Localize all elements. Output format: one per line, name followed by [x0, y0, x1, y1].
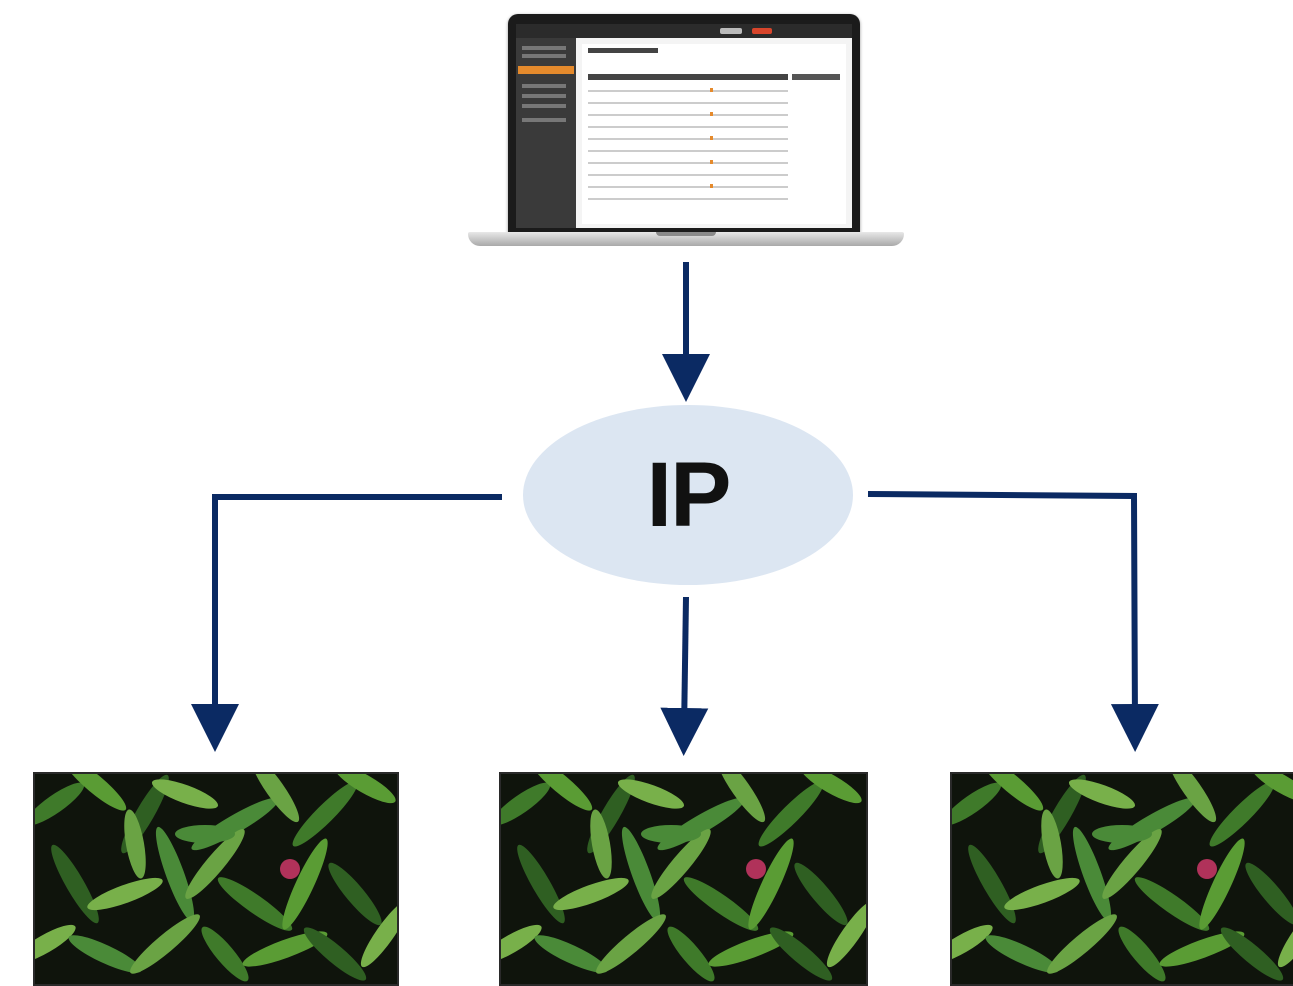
leaf-shape: [641, 825, 701, 843]
leaf-shape: [716, 774, 766, 823]
display-screen-icon: [499, 772, 868, 986]
leaf-shape: [590, 809, 612, 879]
laptop-icon: [468, 14, 904, 254]
leaf-shape: [1118, 926, 1166, 982]
flower-center: [280, 859, 300, 879]
leaf-shape: [334, 774, 396, 804]
ip-label: IP: [646, 443, 732, 546]
leaf-shape: [201, 926, 249, 982]
leaf-shape: [501, 924, 542, 964]
leaf-shape: [651, 829, 711, 899]
leaf-shape: [68, 935, 142, 973]
leaf-shape: [1251, 774, 1293, 804]
leaf-shape: [1068, 779, 1136, 809]
leaf-shape: [51, 844, 99, 924]
leaf-shape: [130, 914, 200, 974]
leaf-shape: [1220, 927, 1284, 981]
leaf-shape: [87, 877, 163, 911]
arrow-ip-to-left-screen: [191, 494, 502, 752]
leaf-shape: [250, 774, 300, 823]
leaf-shape: [980, 774, 1044, 811]
leaf-shape: [501, 782, 551, 826]
leaf-shape: [553, 877, 629, 911]
leaf-shape: [185, 829, 245, 899]
leaf-shape: [303, 927, 367, 981]
leaf-shape: [794, 862, 848, 926]
leaf-shape: [1199, 838, 1245, 930]
leaf-shape: [1004, 877, 1080, 911]
leaf-shape: [1277, 900, 1293, 968]
leaf-shape: [667, 926, 715, 982]
leaf-shape: [1134, 877, 1210, 931]
leaf-shape: [758, 781, 824, 847]
leaf-shape: [63, 774, 127, 811]
leaf-shape: [242, 931, 328, 967]
leaf-shape: [517, 844, 565, 924]
ip-node: IP: [523, 405, 853, 585]
arrow-ip-to-center-screen: [660, 596, 709, 756]
leaf-shape: [1102, 829, 1162, 899]
leaf-shape: [534, 935, 608, 973]
leaf-shape: [282, 838, 328, 930]
leaf-shape: [35, 782, 85, 826]
leaf-shape: [769, 927, 833, 981]
leaf-shape: [155, 826, 195, 922]
leaf-shape: [596, 914, 666, 974]
display-screen-icon: [33, 772, 399, 986]
leaf-shape: [1047, 914, 1117, 974]
leaf-shape: [360, 900, 397, 968]
leaf-shape: [529, 774, 593, 811]
leaf-shape: [621, 826, 661, 922]
leaf-shape: [826, 900, 866, 968]
leaf-shape: [617, 779, 685, 809]
flower-center: [1197, 859, 1217, 879]
flower-center: [746, 859, 766, 879]
leaf-shape: [985, 935, 1059, 973]
leaf-shape: [952, 924, 993, 964]
leaf-shape: [292, 781, 358, 847]
leaf-shape: [1092, 825, 1152, 843]
leaf-shape: [217, 877, 293, 931]
leaf-shape: [151, 779, 219, 809]
leaf-shape: [1167, 774, 1217, 823]
leaf-shape: [683, 877, 759, 931]
leaf-shape: [175, 825, 235, 843]
leaf-shape: [35, 924, 76, 964]
display-screen-icon: [950, 772, 1293, 986]
laptop-base: [468, 232, 904, 246]
laptop-lid: [508, 14, 860, 234]
leaf-shape: [952, 782, 1002, 826]
leaf-shape: [800, 774, 862, 804]
leaf-shape: [1072, 826, 1112, 922]
leaf-shape: [1245, 862, 1293, 926]
leaf-shape: [1041, 809, 1063, 879]
leaf-shape: [708, 931, 794, 967]
arrow-ip-to-right-screen: [867, 491, 1159, 752]
leaf-shape: [968, 844, 1016, 924]
laptop-screen: [516, 24, 852, 228]
leaf-shape: [1159, 931, 1245, 967]
leaf-shape: [328, 862, 382, 926]
leaf-shape: [1209, 781, 1275, 847]
leaf-shape: [124, 809, 146, 879]
leaf-shape: [748, 838, 794, 930]
